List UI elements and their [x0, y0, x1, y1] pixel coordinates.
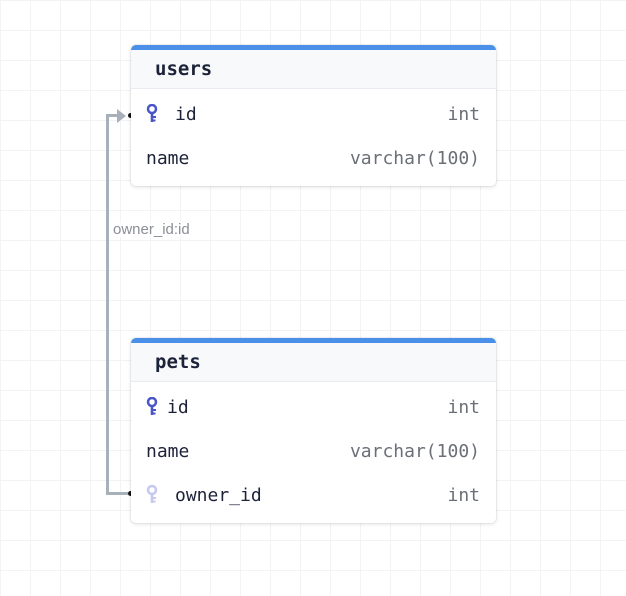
column-name: name [146, 440, 190, 462]
relationship-label: owner_id:id [113, 221, 190, 238]
table-row[interactable]: name varchar(100) [131, 136, 496, 180]
relationship-edge-top[interactable] [106, 114, 118, 117]
relationship-edge-bottom[interactable] [106, 492, 128, 495]
column-name: name [146, 147, 190, 169]
column-type: int [447, 103, 480, 125]
column-type: varchar(100) [349, 147, 480, 169]
table-users[interactable]: users id int name varchar(100) [131, 45, 496, 186]
primary-key-icon [146, 397, 158, 415]
column-name: id [175, 103, 197, 125]
connector-dot-pets-owner-id [128, 491, 133, 496]
foreign-key-icon [146, 485, 158, 503]
table-row[interactable]: id int [131, 385, 496, 429]
table-title[interactable]: pets [131, 338, 496, 382]
table-title[interactable]: users [131, 45, 496, 89]
relationship-edge-vertical[interactable] [106, 114, 109, 495]
table-row[interactable]: id int [131, 92, 496, 136]
table-row[interactable]: owner_id int [131, 473, 496, 517]
column-name: owner_id [175, 484, 262, 506]
column-type: varchar(100) [349, 440, 480, 462]
column-type: int [447, 484, 480, 506]
primary-key-icon [146, 104, 158, 122]
table-row[interactable]: name varchar(100) [131, 429, 496, 473]
column-name: id [167, 396, 189, 418]
table-pets[interactable]: pets id int name varchar(100) owner_id i… [131, 338, 496, 523]
arrowhead-icon [117, 109, 126, 123]
connector-dot-users-id [128, 113, 133, 118]
column-type: int [447, 396, 480, 418]
